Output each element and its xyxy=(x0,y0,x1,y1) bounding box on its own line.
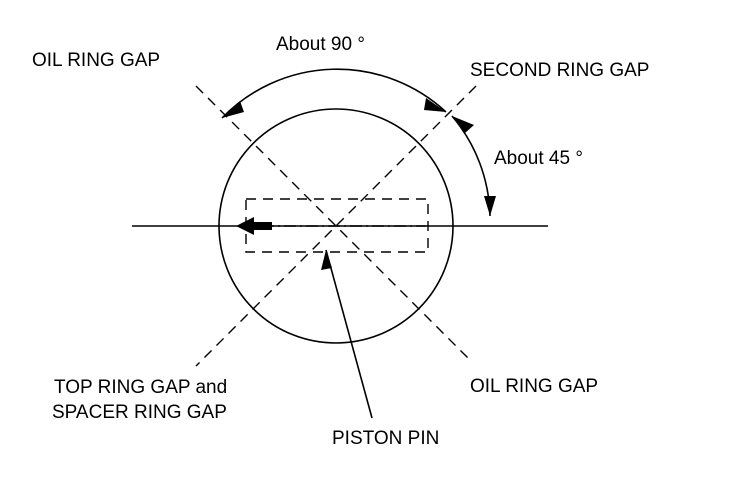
arc-about-90 xyxy=(221,68,447,119)
label-top-ring-gap-line1: TOP RING GAP and xyxy=(54,377,227,398)
gap-line-second-top-diagonal xyxy=(195,85,477,367)
label-oil-ring-gap-bottom: OIL RING GAP xyxy=(470,376,598,397)
label-second-ring-gap: SECOND RING GAP xyxy=(470,60,649,81)
arc-45-arrowhead-bottom xyxy=(484,196,496,216)
label-oil-ring-gap-top: OIL RING GAP xyxy=(32,50,160,71)
arrow-left-icon xyxy=(236,217,272,235)
piston-outline-circle xyxy=(218,108,454,344)
label-piston-pin: PISTON PIN xyxy=(332,428,439,449)
piston-pin-leader-arrowhead xyxy=(321,250,332,270)
arc-90-arrowhead-right xyxy=(424,98,446,112)
gap-line-oil-ring-diagonal xyxy=(195,85,473,363)
label-about-45: About 45 ° xyxy=(494,148,583,169)
arc-90-arrowhead-left xyxy=(222,101,244,118)
arc-45-arrowhead-top xyxy=(452,116,474,133)
arc-about-45 xyxy=(451,115,491,217)
label-about-90: About 90 ° xyxy=(276,34,365,55)
label-top-ring-gap-line2: SPACER RING GAP xyxy=(52,402,227,423)
piston-pin-leader xyxy=(325,249,373,419)
